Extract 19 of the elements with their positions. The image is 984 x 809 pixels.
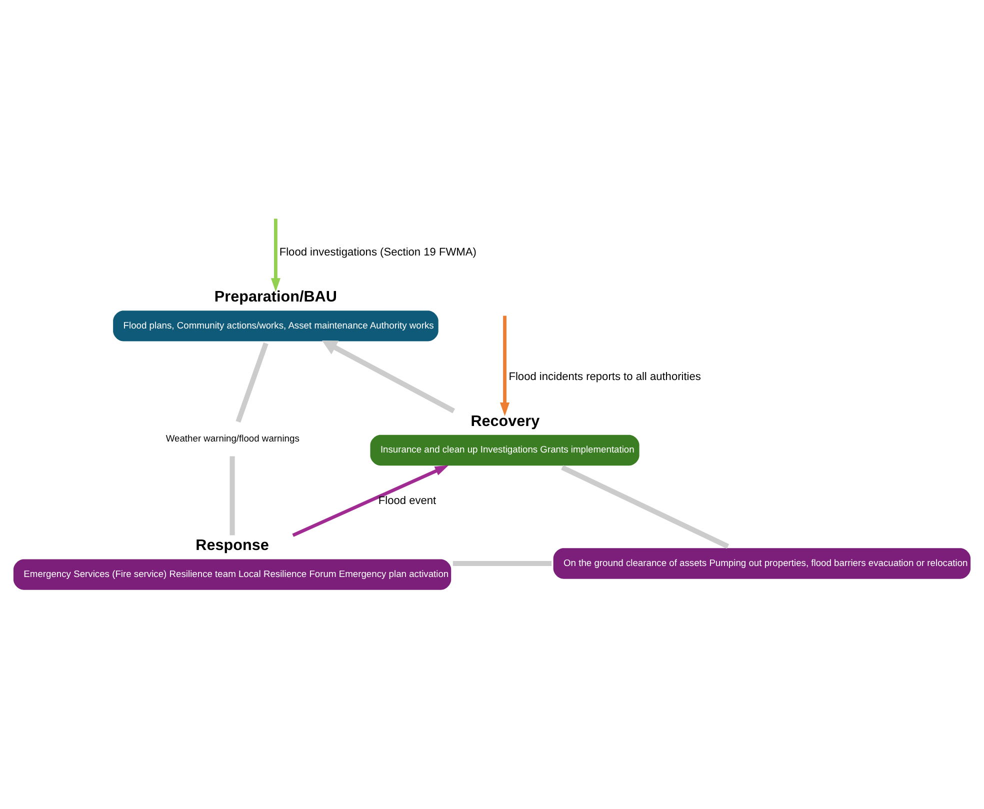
edge-label: Flood investigations (Section 19 FWMA) <box>279 246 476 259</box>
connector <box>230 456 235 536</box>
edge-label: Flood incidents reports to all authorities <box>508 370 701 383</box>
connector <box>236 342 268 423</box>
node-box: Flood plans, Community actions/works, Asset maintenance Authority works <box>113 310 438 342</box>
arrow <box>292 465 449 537</box>
node-box: On the ground clearance of assets Pumping out properties, flood barriers evacuation or relocation <box>553 548 971 579</box>
connector <box>561 465 730 549</box>
edge-label: Flood event <box>378 495 436 508</box>
node-box: Emergency Services (Fire service) Resilience team Local Resilience Forum Emergency plan activation <box>13 559 452 590</box>
arrow <box>270 218 280 292</box>
node-label: Response <box>196 537 269 554</box>
node-text: Weather warning/flood warnings <box>166 434 300 444</box>
node-label: Preparation/BAU <box>214 288 337 306</box>
arrow <box>500 316 510 416</box>
node-box: Insurance and clean up Investigations Grants implementation <box>370 434 640 466</box>
node-label: Recovery <box>470 412 540 430</box>
connector <box>452 560 552 566</box>
arrow <box>322 340 456 414</box>
